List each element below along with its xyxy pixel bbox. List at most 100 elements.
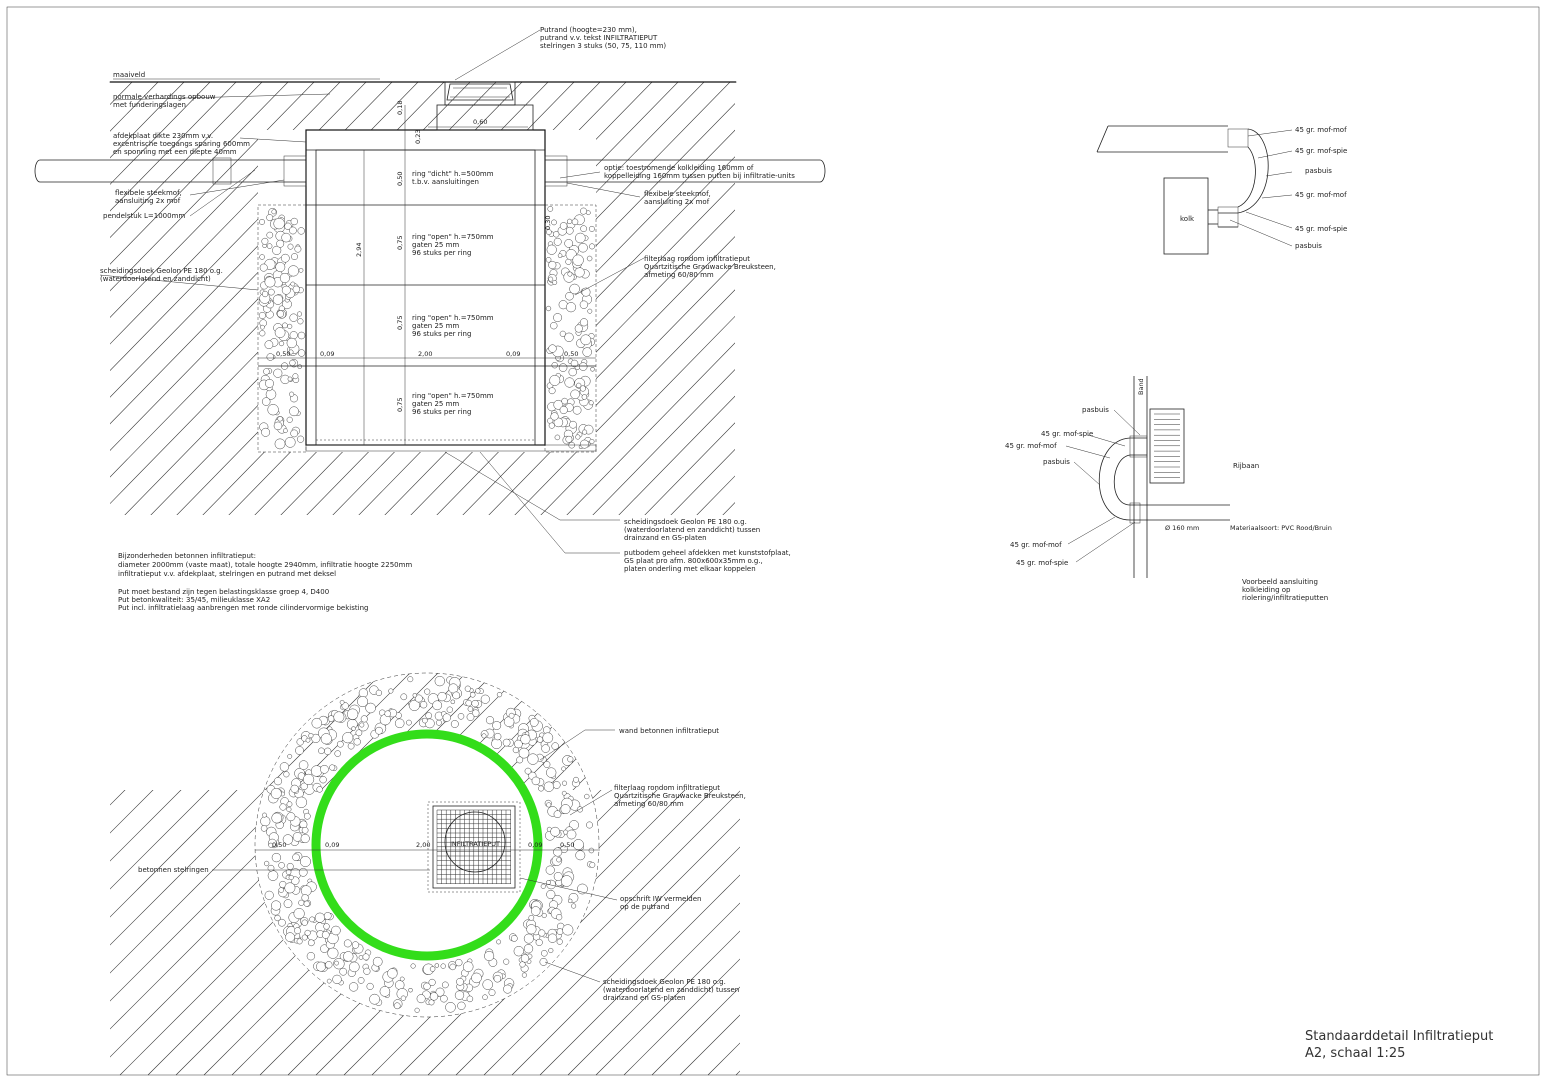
svg-text:pasbuis: pasbuis — [1043, 458, 1070, 466]
cover-frame — [432, 805, 516, 889]
svg-text:45 gr. mof-spie: 45 gr. mof-spie — [1041, 430, 1093, 438]
manhole-frame — [444, 81, 516, 106]
svg-text:wand betonnen infiltratieput: wand betonnen infiltratieput — [619, 727, 719, 735]
putrand-callout: Putrand (hoogte=230 mm), putrand v.v. te… — [454, 26, 666, 81]
svg-text:(waterdoorlatend en zanddicht): (waterdoorlatend en zanddicht) — [100, 275, 211, 283]
svg-text:0,30: 0,30 — [544, 216, 552, 230]
svg-text:aansluiting 2x mof: aansluiting 2x mof — [644, 198, 710, 206]
scheidingsdoek-left-callout: scheidingsdoek Geolon PE 180 o.g. (water… — [99, 267, 259, 291]
steekmof-left — [283, 155, 307, 187]
svg-text:afmeting 60/80 mm: afmeting 60/80 mm — [644, 271, 714, 279]
svg-text:t.b.v. aansluitingen: t.b.v. aansluitingen — [412, 178, 479, 186]
inflow-pipe-right — [545, 159, 826, 183]
svg-text:0,50: 0,50 — [564, 350, 578, 358]
svg-text:Bijzonderheden betonnen infilt: Bijzonderheden betonnen infiltratieput: — [118, 552, 256, 560]
svg-text:pendelstuk L=1000mm: pendelstuk L=1000mm — [103, 212, 185, 220]
svg-text:(waterdoorlatend en zanddicht): (waterdoorlatend en zanddicht) tussen — [624, 526, 760, 534]
svg-text:kolk: kolk — [1180, 215, 1195, 223]
scheidingsdoek-bottom-callout: scheidingsdoek Geolon PE 180 o.g. (water… — [444, 451, 760, 542]
svg-text:Rijbaan: Rijbaan — [1233, 462, 1259, 470]
ring-open-label-1: ring "open" h.=750mm gaten 25 mm 96 stuk… — [412, 233, 494, 257]
gravel-left — [258, 207, 306, 450]
svg-text:gaten 25 mm: gaten 25 mm — [412, 241, 459, 249]
svg-text:normale verhardings opbouw: normale verhardings opbouw — [113, 93, 216, 101]
svg-text:pasbuis: pasbuis — [1305, 167, 1332, 175]
svg-text:0,18: 0,18 — [396, 101, 404, 115]
soil-hatch-plan — [110, 672, 740, 1076]
svg-text:0,09: 0,09 — [320, 350, 334, 358]
pit-floor-plate — [305, 444, 597, 452]
svg-text:platen onderling met elkaar ko: platen onderling met elkaar koppelen — [624, 565, 756, 573]
svg-text:45 gr. mof-spie: 45 gr. mof-spie — [1295, 225, 1347, 233]
svg-text:2,94: 2,94 — [355, 243, 363, 257]
svg-text:45 gr. mof-mof: 45 gr. mof-mof — [1295, 191, 1347, 199]
svg-text:Quartzitische Grauwacke Breuks: Quartzitische Grauwacke Breuksteen, — [644, 263, 776, 271]
gravel-right — [545, 206, 596, 450]
svg-text:gaten 25 mm: gaten 25 mm — [412, 400, 459, 408]
svg-text:optie: toestromende kolkleidin: optie: toestromende kolkleiding 160mm of — [604, 164, 754, 172]
svg-text:diameter 2000mm (vaste maat),: diameter 2000mm (vaste maat), totale hoo… — [118, 561, 412, 569]
svg-text:0,09: 0,09 — [528, 841, 542, 849]
plan-filterlaag-callout: filterlaag rondom infiltratieput Quartzi… — [569, 784, 746, 816]
svg-text:afdekplaat dikte 230mm v.v.: afdekplaat dikte 230mm v.v. — [113, 132, 213, 140]
plan-wand-callout: wand betonnen infiltratieput — [539, 727, 719, 761]
filter-layer-outline — [254, 672, 600, 1018]
svg-text:met funderingslagen: met funderingslagen — [113, 101, 186, 109]
svg-text:(waterdoorlatend en zanddicht): (waterdoorlatend en zanddicht) tussen — [603, 986, 739, 994]
svg-text:45 gr. mof-spie: 45 gr. mof-spie — [1295, 147, 1347, 155]
svg-text:0,75: 0,75 — [396, 398, 404, 412]
steekmof-right — [544, 155, 568, 187]
svg-text:putbodem geheel afdekken met k: putbodem geheel afdekken met kunststofpl… — [624, 549, 791, 557]
title-line-2: A2, schaal 1:25 — [1305, 1046, 1405, 1061]
svg-text:Quartzitische Grauwacke Breuks: Quartzitische Grauwacke Breuksteen, — [614, 792, 746, 800]
svg-text:0,50: 0,50 — [272, 841, 286, 849]
svg-text:maaiveld: maaiveld — [113, 71, 145, 79]
svg-text:2,00: 2,00 — [416, 841, 430, 849]
svg-text:ring "open" h.=750mm: ring "open" h.=750mm — [412, 392, 494, 400]
cover-grate — [436, 809, 511, 884]
svg-text:koppelleiding 160mm tussen put: koppelleiding 160mm tussen putten bij in… — [604, 172, 795, 180]
gravel-plan — [260, 675, 596, 1013]
section-dimensions: 0,60 0,18 0,23 0,50 2,94 0,75 0,75 0,75 … — [258, 101, 596, 412]
svg-text:scheidingsdoek Geolon PE 180 o: scheidingsdoek Geolon PE 180 o.g. — [100, 267, 223, 275]
svg-text:excentrische toegangs sparing: excentrische toegangs sparing 600mm — [113, 140, 250, 148]
ring-open-label-3: ring "open" h.=750mm gaten 25 mm 96 stuk… — [412, 392, 494, 416]
cover-text: INFILTRATIEPUT — [450, 840, 500, 848]
bijzonderheden-notes: Bijzonderheden betonnen infiltratieput: … — [118, 552, 412, 612]
svg-text:ring "open" h.=750mm: ring "open" h.=750mm — [412, 233, 494, 241]
svg-text:filterlaag rondom infiltratiep: filterlaag rondom infiltratieput — [614, 784, 720, 792]
svg-text:en sponning met een diepte 40m: en sponning met een diepte 40mm — [113, 148, 237, 156]
svg-text:Putrand (hoogte=230 mm),: Putrand (hoogte=230 mm), — [540, 26, 637, 34]
svg-text:0,09: 0,09 — [325, 841, 339, 849]
svg-text:afmeting 60/80 mm: afmeting 60/80 mm — [614, 800, 684, 808]
svg-text:0,75: 0,75 — [396, 236, 404, 250]
svg-text:infiltratieput v.v. afdekplaat: infiltratieput v.v. afdekplaat, stelring… — [118, 570, 336, 578]
svg-text:putrand v.v. tekst INFILTRATIE: putrand v.v. tekst INFILTRATIEPUT — [540, 34, 658, 42]
plan-opschrift-callout: opschrift IW vermelden op de putrand — [519, 877, 701, 911]
svg-text:96 stuks per ring: 96 stuks per ring — [412, 249, 471, 257]
svg-text:Voorbeeld aansluiting: Voorbeeld aansluiting — [1242, 578, 1318, 586]
ring-open-label-2: ring "open" h.=750mm gaten 25 mm 96 stuk… — [412, 314, 494, 338]
filterlaag-callout: filterlaag rondom infiltratieput Quartzi… — [574, 255, 776, 296]
svg-text:drainzand en GS-platen: drainzand en GS-platen — [624, 534, 707, 542]
steekmof-right-callout: flexibele steekmof, aansluiting 2x mof — [566, 182, 711, 206]
svg-text:op de putrand: op de putrand — [620, 903, 670, 911]
pipe-coupling-left — [212, 157, 232, 185]
svg-text:96 stuks per ring: 96 stuks per ring — [412, 330, 471, 338]
svg-text:ring "dicht" h.=500mm: ring "dicht" h.=500mm — [412, 170, 494, 178]
svg-text:45 gr. mof-spie: 45 gr. mof-spie — [1016, 559, 1068, 567]
detail-rijbaan-connection: Band Ø 160 mm Materiaalsoort: PVC Rood/B… — [1005, 376, 1332, 602]
svg-text:aansluiting 2x mof: aansluiting 2x mof — [115, 197, 181, 205]
svg-text:0,50: 0,50 — [396, 172, 404, 186]
inflow-pipe-left — [34, 159, 306, 183]
svg-text:drainzand en GS-platen: drainzand en GS-platen — [603, 994, 686, 1002]
plan-dimensions: 0,50 0,09 2,00 0,09 0,50 — [272, 841, 574, 849]
pendelstuk-callout: pendelstuk L=1000mm — [103, 169, 256, 220]
svg-text:2,00: 2,00 — [418, 350, 432, 358]
steekmof-left-callout: flexibele steekmof, aansluiting 2x mof — [115, 179, 285, 205]
svg-text:flexibele steekmof,: flexibele steekmof, — [644, 190, 711, 198]
svg-text:stelringen 3 stuks (50, 75, 11: stelringen 3 stuks (50, 75, 110 mm) — [540, 42, 666, 50]
svg-text:pasbuis: pasbuis — [1082, 406, 1109, 414]
svg-text:Put incl. infiltratielaag aanb: Put incl. infiltratielaag aanbrengen met… — [118, 604, 368, 612]
svg-text:betonnen stelringen: betonnen stelringen — [138, 866, 209, 874]
